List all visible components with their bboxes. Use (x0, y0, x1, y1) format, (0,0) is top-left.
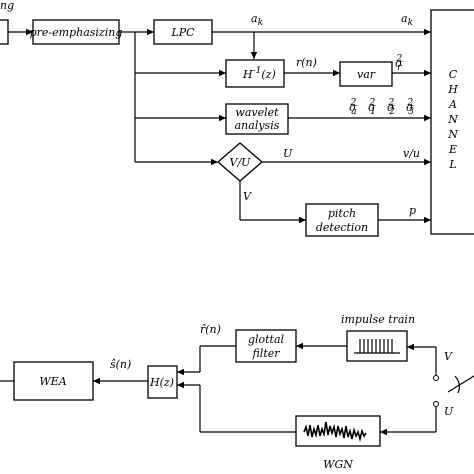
glottal-label-1: glottal (248, 333, 285, 346)
var-label: var (357, 68, 376, 81)
ak-label-2: ak (401, 12, 413, 28)
decoder-diagram: impulse train V U WGN glottal filter (0, 313, 474, 471)
noise-waveform (303, 421, 367, 443)
channel-letter: N (447, 113, 458, 126)
p-label: p (409, 204, 416, 217)
wavelet-label-2: analysis (235, 119, 280, 132)
pitch-detection-block (305, 203, 379, 237)
channel-letter: A (448, 98, 457, 111)
wea-label: WEA (39, 375, 66, 388)
vu-label: V/U (230, 156, 252, 169)
channel-letter: E (448, 143, 457, 156)
impulse-train-label: impulse train (341, 313, 415, 326)
pre-emphasizing-label: pre-emphasizing (30, 26, 123, 39)
wgn-block (295, 415, 381, 447)
inverse-filter-block (225, 59, 285, 88)
s-hat-label: ŝ(n) (110, 358, 131, 371)
switch-v-label: V (444, 350, 453, 363)
channel-letter: H (447, 83, 458, 96)
channel-block (430, 9, 474, 235)
channel-letter: L (448, 158, 456, 171)
wavelet-analysis-block (225, 103, 289, 135)
switch-u-contact (433, 401, 439, 407)
impulse-train-graphic (354, 339, 400, 354)
u-label: U (283, 147, 293, 160)
lpc-block (153, 19, 213, 45)
channel-letter: N (447, 128, 458, 141)
hz-label: H(z) (149, 376, 174, 389)
residual-label: r(n) (296, 56, 317, 69)
switch-arc (454, 375, 461, 394)
pitch-label-1: pitch (328, 207, 356, 220)
channel-letter: C (449, 68, 458, 81)
input-block (0, 19, 9, 45)
glottal-filter-block (235, 329, 297, 363)
cut-off-label: ng (0, 0, 14, 12)
impulse-train-block (346, 330, 408, 362)
hz-block (147, 365, 178, 399)
pitch-label-2: detection (316, 221, 368, 234)
channel-label: C H A N N E L (447, 68, 458, 171)
encoder-diagram: ng pre-emphasizing LPC ak ak H-1(z) r(n)… (0, 0, 474, 237)
r-hat-label: r̂(n) (200, 323, 221, 336)
glottal-label-2: filter (251, 347, 280, 360)
wgn-label: WGN (323, 458, 353, 471)
lpc-label: LPC (170, 26, 195, 39)
var-block (339, 61, 393, 87)
wavelet-label-1: wavelet (235, 106, 279, 119)
v-label: V (243, 190, 252, 203)
switch-arm[interactable] (447, 375, 474, 393)
inverse-filter-label: H-1(z) (242, 66, 276, 81)
switch-u-label: U (444, 405, 454, 418)
switch-v-contact (433, 375, 439, 381)
ak-label-1: ak (251, 12, 263, 28)
vu-out-label: v/u (403, 147, 420, 160)
